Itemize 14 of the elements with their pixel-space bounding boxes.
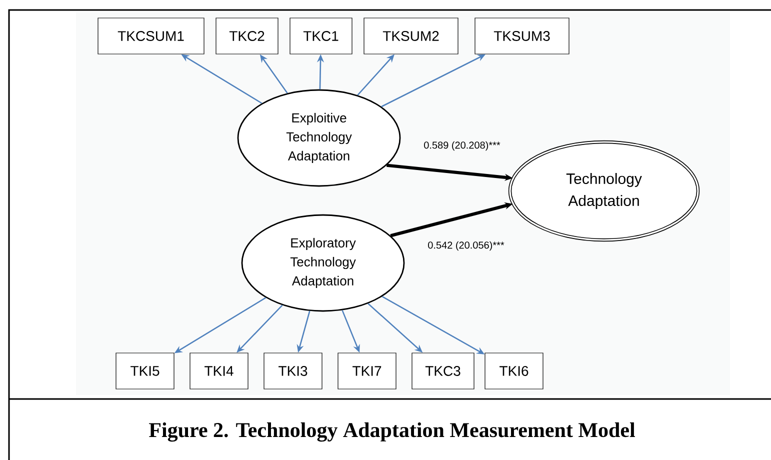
indicator-box: TKC2 bbox=[216, 18, 278, 54]
indicator-box: TKI7 bbox=[338, 352, 396, 390]
edge-label: 0.542 (20.056)*** bbox=[426, 240, 506, 252]
indicator-box: TKSUM3 bbox=[474, 18, 570, 54]
indicator-box: TKI5 bbox=[116, 352, 174, 390]
indicator-box: TKCSUM1 bbox=[98, 18, 204, 54]
indicator-box: TKC1 bbox=[290, 18, 352, 54]
indicator-box: TKI3 bbox=[264, 352, 322, 390]
indicator-box: TKC3 bbox=[412, 352, 474, 390]
indicator-box: TKI4 bbox=[190, 352, 248, 390]
indicator-box: TKSUM2 bbox=[364, 18, 458, 54]
indicator-box: TKI6 bbox=[484, 352, 544, 390]
figure-caption: Figure 2. Technology Adaptation Measurement Model bbox=[149, 422, 635, 442]
edge-label: 0.589 (20.208)*** bbox=[422, 140, 502, 152]
